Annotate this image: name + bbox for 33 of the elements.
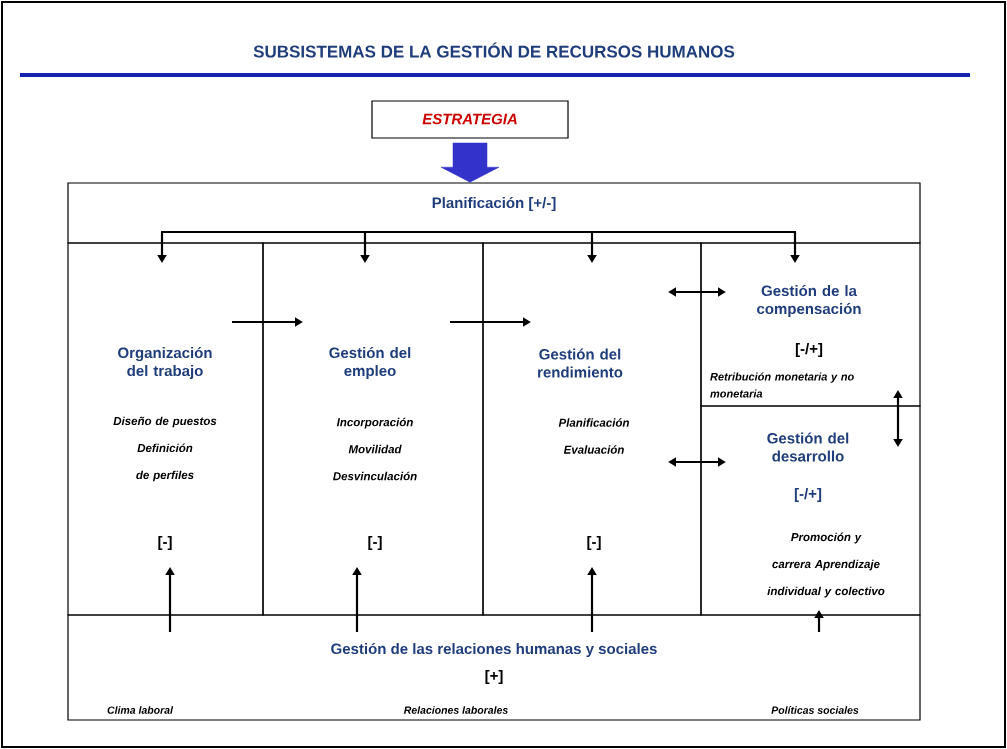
planning-band [67,182,921,244]
box-title: Gestión del desarrollo [767,432,849,462]
box-title: Gestión del rendimiento [538,348,623,378]
sign-label: [+] [485,670,503,684]
item-list: Incorporación Movilidad Desvinculación [333,417,417,481]
relations-band [67,614,921,721]
sign-label: [-/+] [794,488,822,502]
sign-label: [-] [158,536,172,550]
sign-label: [-] [368,536,382,550]
item-list: Promoción y carrera Aprendizaje individual y colectivo [767,532,885,598]
strategy-box [371,100,569,139]
block-arrow [440,142,500,183]
column-box [482,242,702,616]
sign-label: [-] [587,536,601,550]
footer-label: Políticas sociales [771,706,859,714]
column-box [700,242,921,407]
box-title: Organización del trabajo [118,346,212,380]
column-box [700,405,921,616]
box-title: Gestión de la compensación [757,284,861,318]
box-title: Planificación [+/-] [432,196,556,212]
column-box [67,242,264,616]
item-list: Planificación Evaluación [558,418,629,454]
item-list: Retribución monetaria y no monetaria [710,372,854,398]
box-title: Gestión de las relaciones humanas y sociales [331,642,657,658]
item-list: Diseño de puestos Definición de perfiles [113,416,217,482]
column-box [262,242,484,616]
footer-label: Clima laboral [107,706,174,714]
box-title: Gestión del empleo [329,346,411,380]
strategy-label: ESTRATEGIA [422,113,517,125]
footer-label: Relaciones laborales [403,706,508,714]
sign-label: [-/+] [795,343,823,357]
slide-title: SUBSISTEMAS DE LA GESTIÓN DE RECURSOS HUMANOS [253,42,735,58]
connector-line [161,230,796,234]
